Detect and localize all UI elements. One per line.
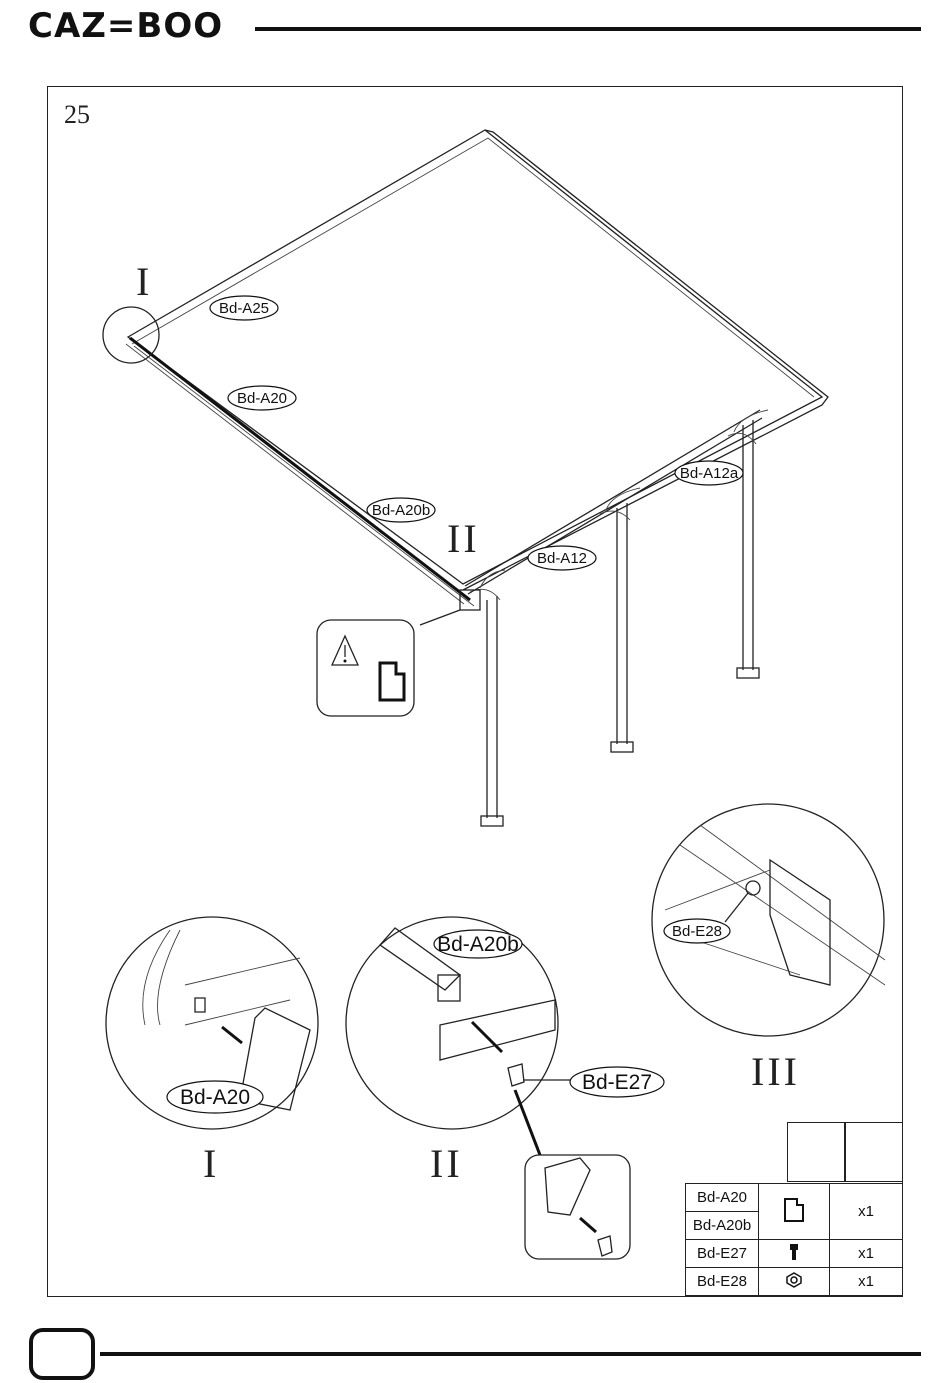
detail-ii-label-main: II <box>447 515 480 562</box>
detail-ii: Bd-A20b Bd-E27 <box>346 917 664 1259</box>
bolt-icon <box>759 1240 830 1268</box>
part-qty: x1 <box>830 1184 903 1240</box>
callout-bd-a12: Bd-A12 <box>537 550 587 567</box>
detail-i-callout: Bd-A20 <box>180 1086 250 1109</box>
table-header-wrong <box>845 1122 903 1182</box>
part-code: Bd-E28 <box>686 1268 759 1296</box>
page-number-tab <box>29 1328 95 1380</box>
callout-bd-a25: Bd-A25 <box>219 300 269 317</box>
detail-iii-callout: Bd-E28 <box>672 923 722 940</box>
nut-icon <box>759 1268 830 1296</box>
detail-ii-label: II <box>430 1140 463 1187</box>
detail-ii-top-callout: Bd-A20b <box>437 933 519 956</box>
detail-i-label-main: I <box>136 258 152 305</box>
part-code: Bd-A20b <box>686 1212 759 1240</box>
callout-bd-a12a: Bd-A12a <box>680 465 739 482</box>
part-qty: x1 <box>830 1268 903 1296</box>
detail-ii-bolt-callout: Bd-E27 <box>582 1071 652 1094</box>
parts-table: Bd-A20 x1 Bd-A20b Bd-E27 x1 Bd-E28 x1 <box>685 1183 903 1296</box>
profile-bracket-icon <box>759 1184 830 1240</box>
detail-i-label: I <box>203 1140 219 1187</box>
table-header-correct <box>787 1122 845 1182</box>
nut-icon <box>746 881 760 895</box>
detail-iii: Bd-E28 <box>652 804 885 1036</box>
bolt-icon <box>195 998 205 1012</box>
detail-iii-label: III <box>751 1048 800 1095</box>
part-code: Bd-E27 <box>686 1240 759 1268</box>
detail-i: Bd-A20 <box>106 917 318 1129</box>
callout-bd-a20b: Bd-A20b <box>372 502 430 519</box>
footer-rule <box>100 1352 921 1356</box>
callout-bd-a20: Bd-A20 <box>237 390 287 407</box>
profile-bracket-icon <box>380 663 404 700</box>
part-code: Bd-A20 <box>686 1184 759 1212</box>
warning-box <box>317 620 414 716</box>
part-qty: x1 <box>830 1240 903 1268</box>
